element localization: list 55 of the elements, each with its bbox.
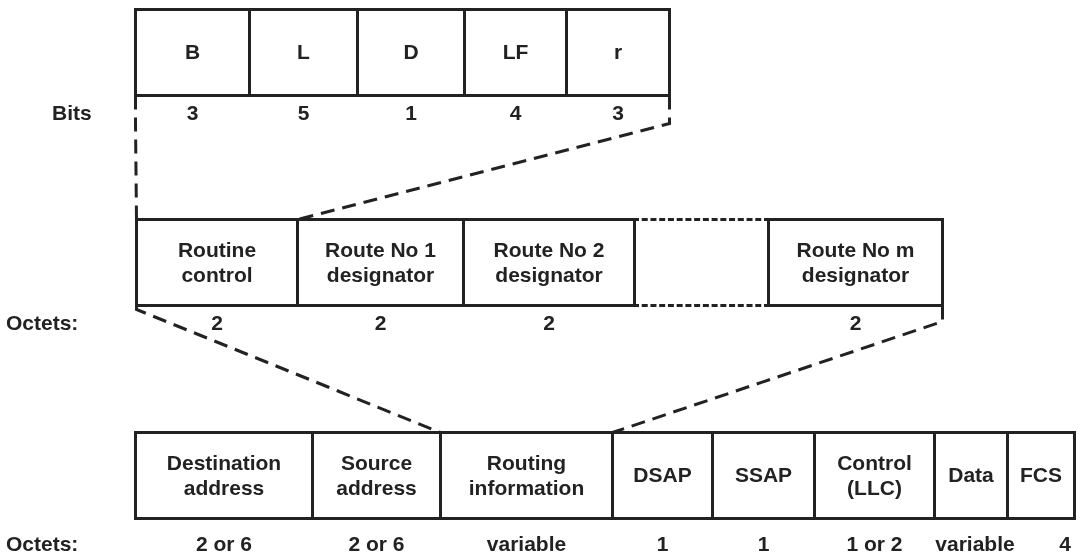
size-value: variable (935, 533, 1015, 554)
size-value: 2 (543, 312, 555, 333)
row-unit-label: Octets: (6, 312, 79, 333)
size-value: 1 (656, 533, 669, 554)
field-name: Routing information (467, 451, 586, 500)
field-name: Route No m designator (795, 238, 916, 287)
size-value: 4 (1059, 533, 1071, 554)
field-cell (134, 8, 251, 97)
size-value: 2 (849, 312, 862, 333)
row-unit-label: Octets: (6, 533, 79, 554)
size-value: 5 (297, 102, 310, 123)
size-value: 4 (509, 102, 522, 123)
field-cell (711, 431, 816, 520)
size-value: 1 or 2 (846, 533, 903, 554)
field-cell (134, 431, 314, 520)
field-cell (439, 431, 614, 520)
field-name: Routine control (176, 238, 258, 287)
field-cell (135, 218, 299, 307)
field-cell (463, 8, 568, 97)
dashed-connector (134, 95, 138, 220)
field-name: DSAP (632, 463, 693, 488)
size-value: 2 (374, 312, 387, 333)
size-value: 2 or 6 (348, 533, 405, 554)
size-value: 1 (757, 533, 770, 554)
field-cell (296, 218, 465, 307)
field-name: D (402, 40, 420, 65)
field-name: SSAP (733, 463, 794, 488)
field-name: B (183, 40, 202, 65)
size-value: 1 (405, 102, 417, 123)
field-cell (565, 8, 671, 97)
field-name: Destination address (165, 451, 283, 500)
field-name: LF (501, 40, 530, 65)
field-cell (1006, 431, 1076, 520)
size-value: 2 (211, 312, 223, 333)
field-cell (248, 8, 359, 97)
field-name: Route No 1 designator (324, 238, 437, 287)
field-cell (611, 431, 714, 520)
field-name: FCS (1019, 463, 1063, 488)
size-value: variable (486, 533, 567, 554)
field-cell (311, 431, 442, 520)
field-cell (462, 218, 636, 307)
field-name: L (296, 40, 311, 65)
size-value: 2 or 6 (196, 533, 252, 554)
field-cell (933, 431, 1009, 520)
field-name: Data (947, 463, 995, 488)
field-name: Control (LLC) (836, 451, 913, 500)
field-name: Route No 2 designator (492, 238, 606, 287)
field-name: r (612, 40, 624, 65)
field-cell (813, 431, 936, 520)
size-value: 3 (186, 102, 199, 123)
field-cell (767, 218, 944, 307)
row-unit-label: Bits (52, 102, 92, 123)
size-value: 3 (612, 102, 624, 123)
field-name: Source address (335, 451, 418, 500)
field-cell (356, 8, 466, 97)
